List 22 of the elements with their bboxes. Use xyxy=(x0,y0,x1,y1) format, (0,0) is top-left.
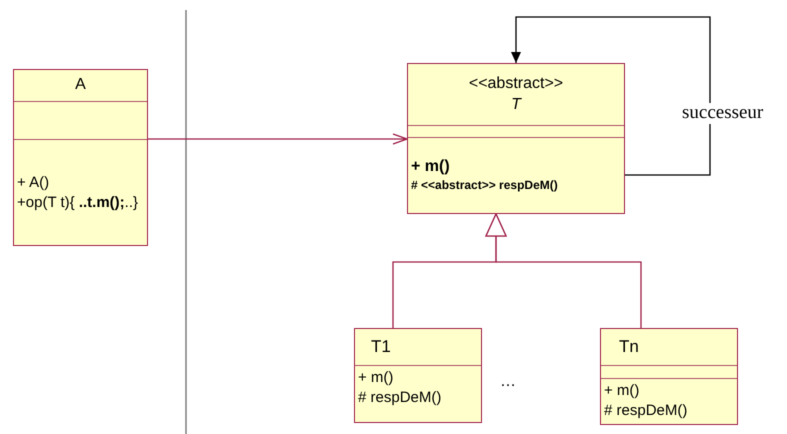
method-text: # respDeM() xyxy=(358,388,442,407)
method-text: + m() xyxy=(604,381,640,400)
class-name: A xyxy=(75,75,86,96)
class-box xyxy=(407,63,625,214)
class-box xyxy=(600,328,738,425)
class-name: T xyxy=(511,94,521,114)
class-name: Tn xyxy=(619,336,639,358)
method-text: + A() xyxy=(17,173,50,192)
arrow xyxy=(148,133,408,145)
method-text: # respDeM() xyxy=(604,400,688,420)
ellipsis-text: … xyxy=(500,373,516,391)
method-text: + m() xyxy=(358,368,394,388)
inheritance-arrow xyxy=(485,213,642,328)
method-text: +op(T t){ ..t.m();..} xyxy=(17,192,138,212)
class-name: T1 xyxy=(371,336,391,358)
arrow xyxy=(511,16,711,176)
class-box xyxy=(13,69,148,246)
edge-label: successeur xyxy=(682,103,764,124)
stereotype-label: <<abstract>> xyxy=(468,74,564,94)
class-box xyxy=(354,328,482,423)
method-text: # <<abstract>> respDeM() xyxy=(411,178,558,194)
method-text: + m() xyxy=(411,157,450,178)
